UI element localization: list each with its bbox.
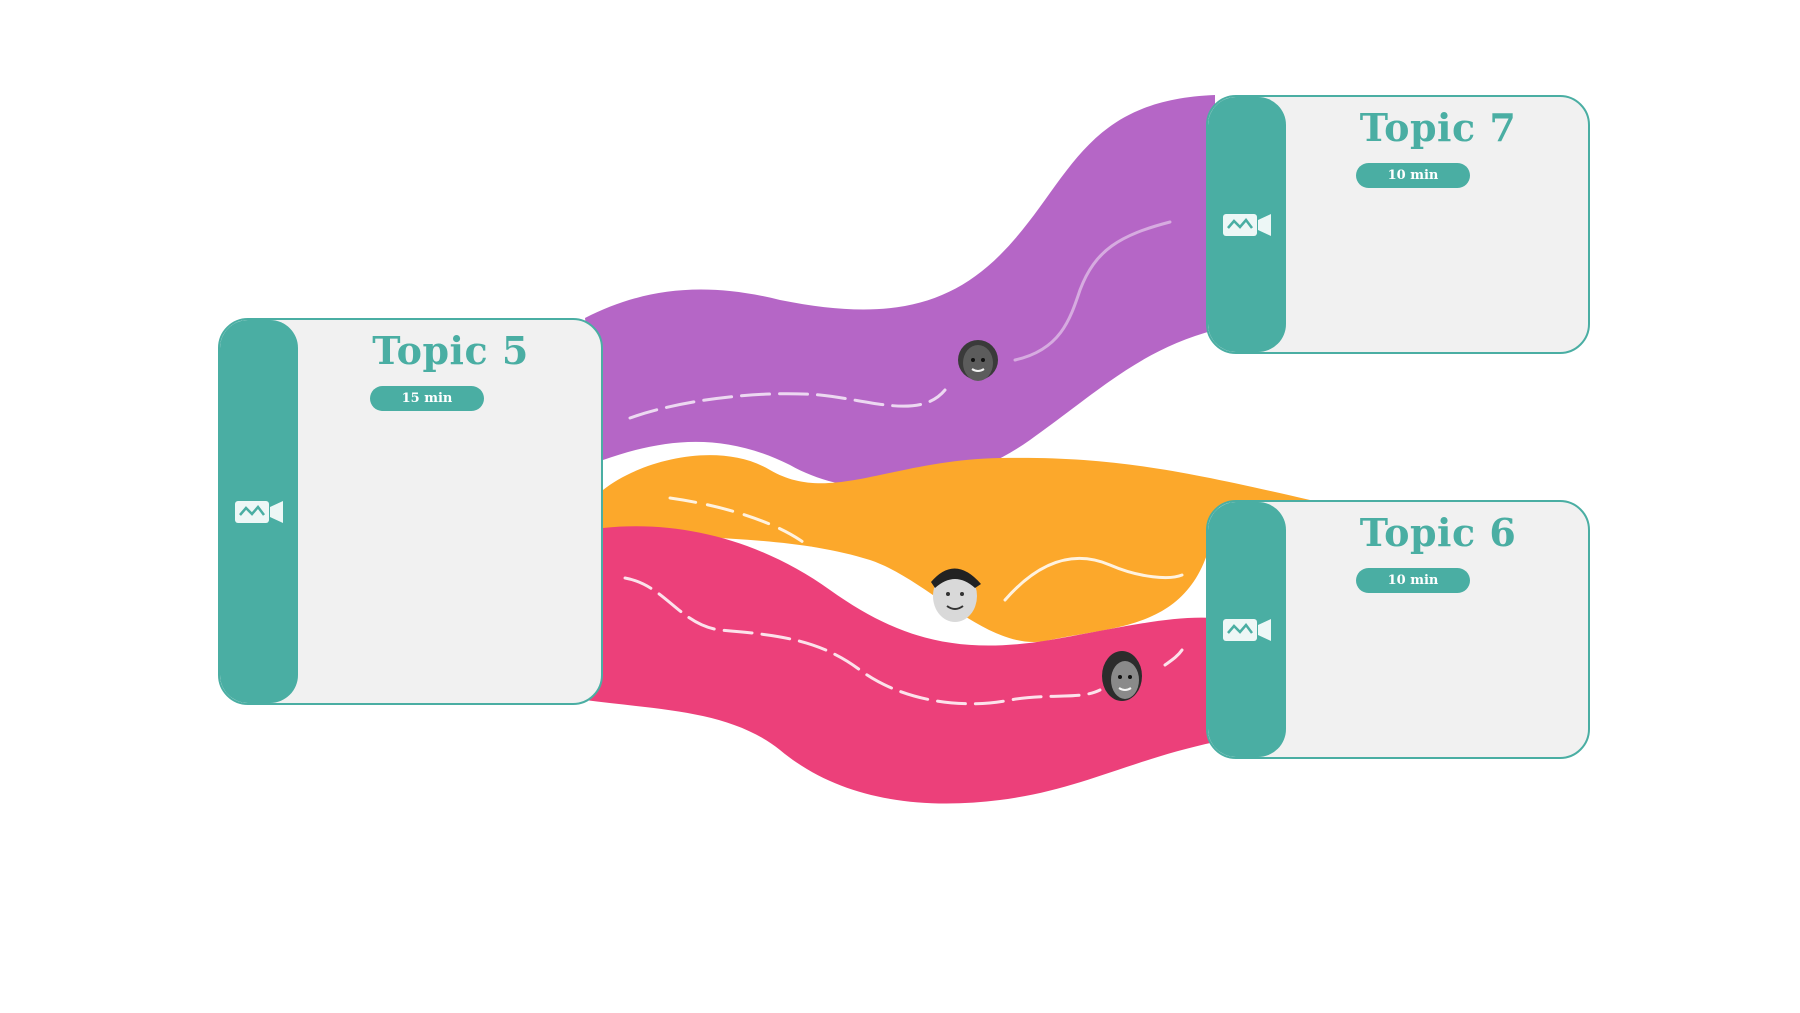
card-rail bbox=[1208, 502, 1286, 757]
dash-line-purple bbox=[628, 388, 947, 420]
video-camera-icon bbox=[1223, 618, 1271, 641]
avatar-3 bbox=[1102, 651, 1142, 701]
video-camera-icon bbox=[1223, 213, 1271, 236]
topic-title: Topic 7 bbox=[1359, 105, 1517, 150]
avatar-2 bbox=[931, 568, 981, 622]
dash-line-purple-2 bbox=[1013, 220, 1172, 362]
card-rail bbox=[220, 320, 298, 703]
avatar-1 bbox=[958, 340, 998, 381]
video-camera-icon bbox=[235, 500, 283, 523]
path-topic5-to-topic6-pink bbox=[585, 526, 1215, 804]
topic-card-topic5[interactable]: Topic 5 15 min bbox=[218, 318, 603, 705]
topic-card-topic7[interactable]: Topic 7 10 min bbox=[1206, 95, 1590, 354]
duration-badge: 15 min bbox=[370, 386, 484, 411]
dash-line-pink bbox=[623, 576, 1102, 706]
dash-line-orange bbox=[668, 496, 897, 595]
path-topic5-to-topic6-orange bbox=[603, 455, 1310, 642]
dash-line-orange-2 bbox=[1003, 557, 1184, 602]
topic-title: Topic 6 bbox=[1359, 510, 1517, 555]
card-rail bbox=[1208, 97, 1286, 352]
duration-badge: 10 min bbox=[1356, 163, 1470, 188]
topic-title: Topic 5 bbox=[372, 328, 529, 373]
duration-badge: 10 min bbox=[1356, 568, 1470, 593]
path-topic5-to-topic7 bbox=[585, 95, 1215, 488]
topic-card-topic6[interactable]: Topic 6 10 min bbox=[1206, 500, 1590, 759]
dash-line-pink-2 bbox=[1163, 648, 1184, 667]
